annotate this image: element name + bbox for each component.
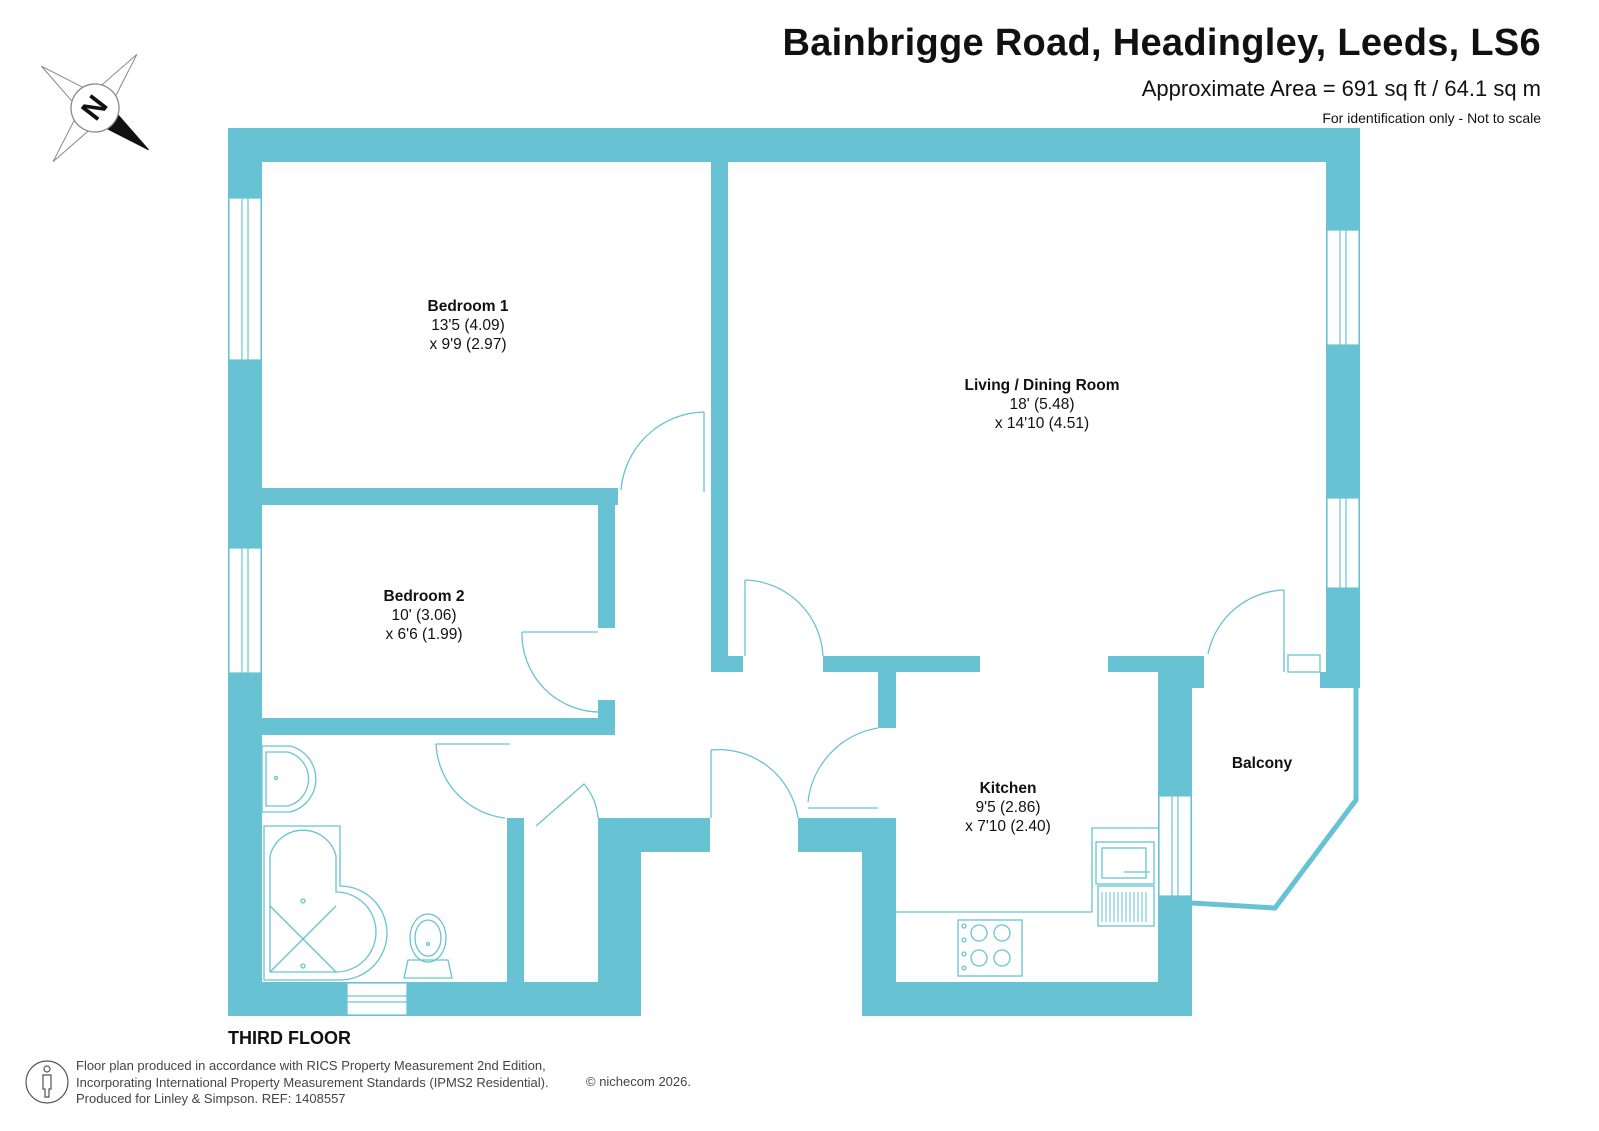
- balcony-outline: [1191, 688, 1359, 911]
- disclaimer: For identification only - Not to scale: [1322, 110, 1541, 126]
- room-kitchen: Kitchen 9'5 (2.86) x 7'10 (2.40): [965, 779, 1051, 836]
- room-name: Balcony: [1231, 755, 1293, 772]
- approximate-area: Approximate Area = 691 sq ft / 64.1 sq m: [1141, 76, 1541, 101]
- person-icon: [25, 1060, 69, 1104]
- floor-label: THIRD FLOOR: [228, 1028, 351, 1048]
- bathroom-fittings: [261, 745, 453, 981]
- room-dimension: 13'5 (4.09): [431, 317, 505, 334]
- footer-line: Incorporating International Property Mea…: [76, 1074, 549, 1090]
- room-dimension: 18' (5.48): [1009, 396, 1075, 413]
- room-dimension: x 9'9 (2.97): [429, 336, 507, 353]
- room-name: Living / Dining Room: [964, 377, 1120, 394]
- property-title: Bainbrigge Road, Headingley, Leeds, LS6: [782, 22, 1541, 64]
- bath-icon: [263, 825, 388, 981]
- toilet-icon: [409, 913, 447, 963]
- room-name: Kitchen: [979, 780, 1037, 797]
- north-arrow-icon: [41, 54, 149, 162]
- room-balcony: Balcony: [1232, 754, 1292, 773]
- footer-line: Produced for Linley & Simpson. REF: 1408…: [76, 1091, 346, 1106]
- kitchen-fittings: [896, 827, 1158, 977]
- drainer: [1101, 892, 1147, 922]
- room-name: Bedroom 2: [383, 588, 465, 605]
- copyright: © nichecom 2026.: [586, 1074, 691, 1089]
- footer-notes: Floor plan produced in accordance with R…: [76, 1058, 549, 1108]
- footer-line: Floor plan produced in accordance with R…: [76, 1058, 546, 1073]
- room-dimension: x 7'10 (2.40): [965, 818, 1051, 835]
- room-living-dining: Living / Dining Room 18' (5.48) x 14'10 …: [965, 376, 1120, 433]
- door-swings: [435, 411, 1321, 827]
- room-name: Bedroom 1: [427, 298, 509, 315]
- room-bedroom-2: Bedroom 2 10' (3.06) x 6'6 (1.99): [384, 587, 465, 644]
- windows: [228, 197, 1360, 1016]
- room-bedroom-1: Bedroom 1 13'5 (4.09) x 9'9 (2.97): [428, 297, 509, 354]
- room-dimension: x 6'6 (1.99): [385, 626, 463, 643]
- hob-icon: [957, 919, 1023, 977]
- room-dimension: 10' (3.06): [391, 607, 457, 624]
- basin-icon: [261, 745, 317, 813]
- room-dimension: 9'5 (2.86): [975, 799, 1041, 816]
- room-dimension: x 14'10 (4.51): [994, 415, 1090, 432]
